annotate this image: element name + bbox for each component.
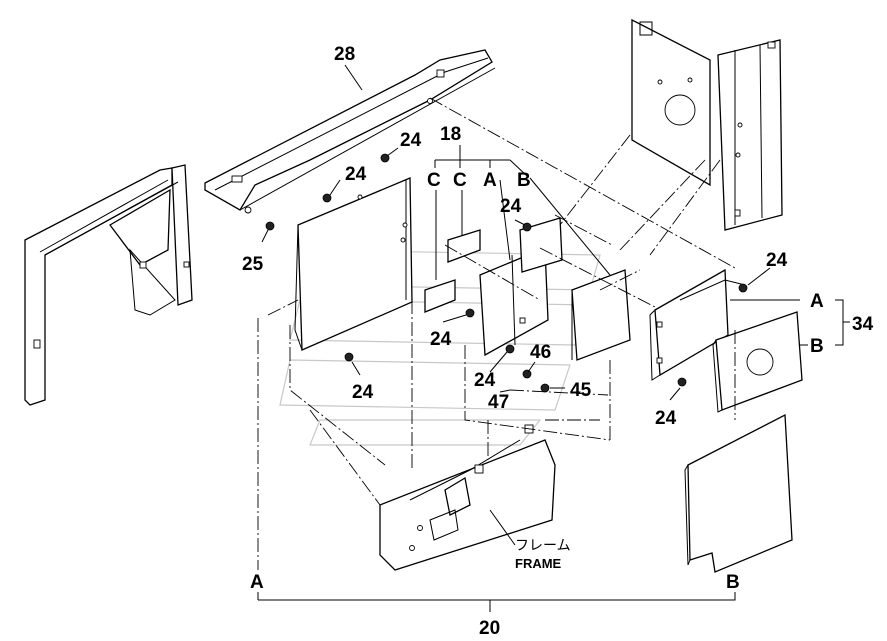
label-24-d: 24 <box>430 329 452 350</box>
label-b-bottom: B <box>726 572 740 593</box>
label-c-2: C <box>453 170 467 191</box>
label-18: 18 <box>440 124 461 145</box>
label-c-1: C <box>427 170 441 191</box>
label-frame-jp: フレーム <box>515 537 571 553</box>
foam-plate-large <box>684 413 793 573</box>
left-frame-post <box>24 164 193 406</box>
label-24-b: 24 <box>345 164 367 185</box>
inner-panel-upper <box>294 177 413 351</box>
label-b-right: B <box>810 336 824 357</box>
leader-lines <box>257 64 850 612</box>
label-24-f: 24 <box>474 370 496 391</box>
label-45: 45 <box>570 380 592 401</box>
callout-labels: 28 18 C C A B 24 24 24 25 24 24 24 46 45… <box>242 44 874 639</box>
label-a-right: A <box>810 291 824 312</box>
upper-right-panel <box>631 18 783 231</box>
phantom-lines <box>257 97 736 570</box>
foam-block-b <box>571 269 631 361</box>
label-24-a: 24 <box>400 130 422 151</box>
label-b-top: B <box>517 170 531 191</box>
label-24-g: 24 <box>766 250 788 271</box>
label-24-e: 24 <box>352 382 374 403</box>
bracket-34 <box>649 268 746 381</box>
label-20: 20 <box>479 618 500 639</box>
label-25: 25 <box>242 254 264 275</box>
label-47: 47 <box>488 392 509 413</box>
lower-frame-bracket <box>379 424 556 571</box>
label-34: 34 <box>852 314 874 335</box>
foam-plate-hole <box>712 311 803 413</box>
label-24-c: 24 <box>500 196 522 217</box>
top-plate-28 <box>204 49 496 214</box>
label-a-top: A <box>483 170 497 191</box>
label-frame-en: FRAME <box>515 556 562 571</box>
label-46: 46 <box>530 342 551 363</box>
label-a-bottom: A <box>250 572 264 593</box>
middle-panel <box>479 217 563 357</box>
bolts <box>265 153 748 393</box>
foam-block-18a <box>424 229 481 313</box>
label-24-h: 24 <box>655 408 677 429</box>
label-28: 28 <box>334 44 355 65</box>
